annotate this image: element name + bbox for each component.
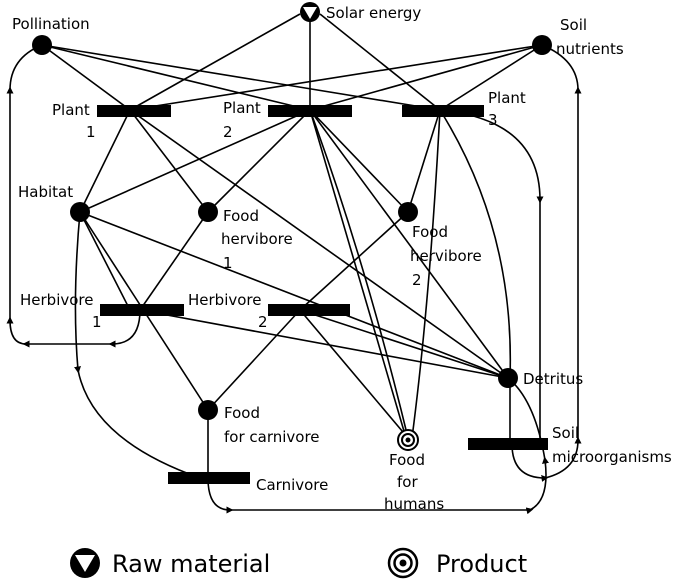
transition-herbivore1 [100,304,184,316]
label-soil-micro-b: microorganisms [552,448,672,466]
edges [6,13,582,515]
label-soil-nutrients-1: Soil [560,16,587,34]
label-plant1-b: 1 [86,123,96,141]
label-food-carnivore-b: for carnivore [224,428,320,446]
product-icon [397,429,419,451]
label-detritus: Detritus [523,370,583,388]
label-herbivore2-a: Herbivore [188,291,261,309]
transition-carnivore [168,472,250,484]
labels: Pollination Solar energy Soil nutrients … [12,4,672,513]
edge-soil-plant1 [129,44,543,111]
place-food-herbivore-1 [198,202,218,222]
legend-raw-material-label: Raw material [112,550,270,578]
edge-plant1-foodherb1 [129,109,209,213]
label-food-humans-b: for [397,473,418,491]
transition-plant2 [268,105,352,117]
label-habitat: Habitat [18,183,73,201]
label-food-humans-c: humans [384,495,444,513]
legend: Raw material Product [70,547,527,579]
edge-habitat-detritus [79,211,509,379]
label-food-herbivore-2-a: Food [412,223,448,241]
edge-plant2-foodhumans-b [309,109,409,439]
edge-plant2-detritus [309,109,509,379]
edge-plant3-foodhumans [411,109,441,439]
edge-soil-plant3 [439,44,543,111]
label-soil-micro-a: Soil [552,424,579,442]
label-food-herbivore-2-c: 2 [412,271,422,289]
edge-plant1-detritus [129,109,509,379]
edge-plant3-detritus [439,109,512,379]
edge-solar-plant3 [319,13,441,111]
label-food-herbivore-2-b: hervibore [410,247,482,265]
label-plant2-b: 2 [223,123,233,141]
place-soil-nutrients [532,35,552,55]
label-food-herbivore-1-c: 1 [223,254,233,272]
legend-product-label: Product [436,550,527,578]
place-detritus [498,368,518,388]
edge-plant2-foodhumans-a [309,109,407,439]
edge-herbivore1-detritus [139,309,509,379]
transition-soil-microorganisms [468,438,548,450]
edge-plant3-soilmicro [439,109,544,440]
label-food-carnivore-a: Food [224,404,260,422]
label-pollination: Pollination [12,15,90,33]
edge-plant2-foodherb1 [207,109,311,213]
edge-herbivore2-detritus [299,309,509,379]
label-plant1-a: Plant [52,101,90,119]
edge-solar-plant1 [129,13,301,111]
edge-carnivore-detritus [207,377,549,515]
label-solar-energy: Solar energy [326,4,421,22]
label-food-herbivore-1-a: Food [223,207,259,225]
edge-herbivore2-foodcarn [207,309,301,411]
legend-raw-material-icon [70,548,100,578]
transitions [97,105,548,484]
edge-foodherb2-herbivore2 [299,211,409,311]
label-plant3-a: Plant [488,89,526,107]
transition-herbivore2 [268,304,350,316]
label-soil-nutrients-2: nutrients [556,40,624,58]
places [32,2,552,451]
place-food-for-carnivore [198,400,218,420]
edge-pollination-plant2 [41,44,311,111]
place-food-herbivore-2 [398,202,418,222]
label-food-herbivore-1-b: hervibore [221,230,293,248]
edge-foodherb1-herbivore1 [139,211,209,311]
edge-soil-plant2 [309,44,543,111]
place-habitat [70,202,90,222]
transition-plant1 [97,105,171,117]
legend-product-icon [387,547,419,579]
edge-herbivore2-foodhumans [299,309,409,439]
place-pollination [32,35,52,55]
edge-herbivore1-pollination [6,44,141,348]
edge-plant3-foodherb2 [407,109,441,213]
label-food-humans-a: Food [389,451,425,469]
label-herbivore1-b: 1 [92,313,102,331]
label-plant3-b: 3 [488,111,498,129]
label-plant2-a: Plant [223,99,261,117]
label-carnivore: Carnivore [256,476,328,494]
edge-soilmicro-soilnutrients [511,44,582,482]
transition-plant3 [402,105,484,117]
label-herbivore2-b: 2 [258,313,268,331]
edge-pollination-plant3 [41,44,441,111]
edge-plant2-foodherb2 [309,109,409,213]
raw-material-icon [300,2,320,22]
label-herbivore1-a: Herbivore [20,291,93,309]
edge-plant2-habitat [79,109,311,213]
